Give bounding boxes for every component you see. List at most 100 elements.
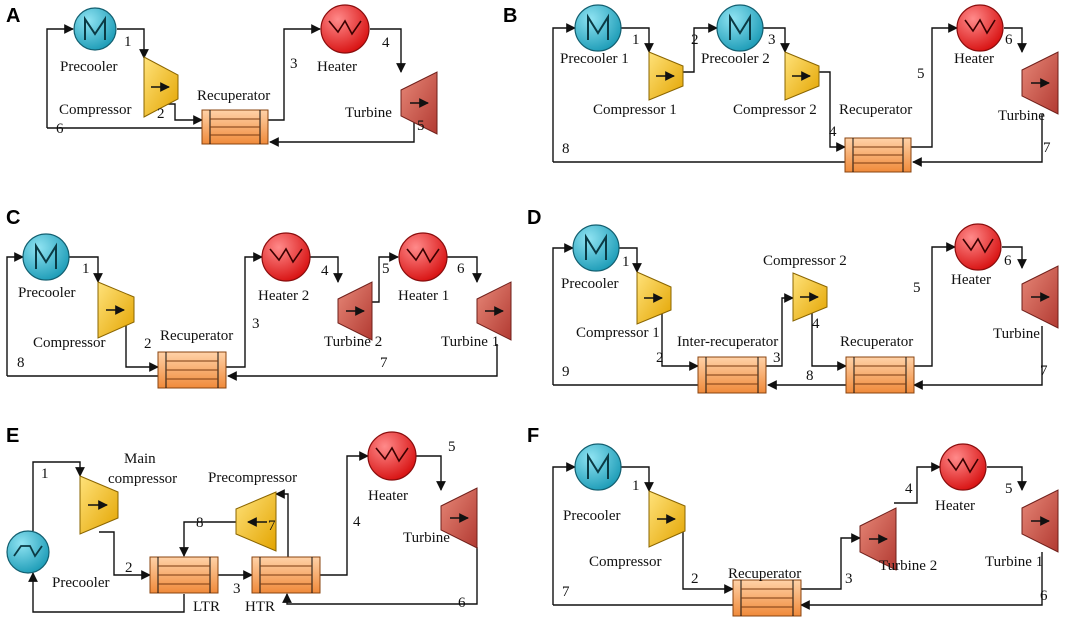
turbine-1-icon xyxy=(1021,489,1059,553)
panel-letter: F xyxy=(527,425,539,447)
state-number: 4 xyxy=(321,263,329,279)
panel-d: D xyxy=(527,207,1059,394)
component-label: Turbine 2 xyxy=(324,334,382,350)
precooler-2-icon xyxy=(716,4,764,52)
state-number: 1 xyxy=(82,261,90,277)
heater-icon xyxy=(954,223,1002,271)
component-label: Precooler xyxy=(561,276,618,292)
turbine-2-icon xyxy=(337,281,373,341)
compressor-2-icon xyxy=(784,51,820,101)
component-label: Recuperator xyxy=(160,328,233,344)
heater-icon xyxy=(956,4,1004,52)
component-label: Heater 2 xyxy=(258,288,309,304)
component-label: Recuperator xyxy=(839,102,912,118)
component-label: Recuperator xyxy=(728,566,801,582)
state-number: 7 xyxy=(380,355,388,371)
main-compressor-icon xyxy=(79,475,119,535)
recuperator-icon xyxy=(845,356,915,394)
state-number: 4 xyxy=(812,316,820,332)
precooler-1-icon xyxy=(574,4,622,52)
compressor-2-icon xyxy=(792,272,828,322)
compressor-1-icon xyxy=(648,51,684,101)
recuperator-icon xyxy=(732,579,802,617)
state-number: 1 xyxy=(124,34,132,50)
state-number: 2 xyxy=(691,32,699,48)
component-label: Heater xyxy=(954,51,994,67)
component-label: Precooler 2 xyxy=(701,51,770,67)
state-number: 3 xyxy=(290,56,298,72)
state-number: 6 xyxy=(1040,588,1048,604)
state-number: 5 xyxy=(913,280,921,296)
state-number: 1 xyxy=(632,478,640,494)
precooler-icon xyxy=(572,224,620,272)
component-label: Compressor xyxy=(59,102,132,118)
component-label: Heater xyxy=(935,498,975,514)
component-label: LTR xyxy=(193,599,220,615)
component-label: compressor xyxy=(108,471,177,487)
heater-icon xyxy=(367,431,417,481)
panel-f: F Pre xyxy=(527,425,1059,617)
compressor-1-icon xyxy=(636,271,672,325)
component-label: Compressor 2 xyxy=(733,102,817,118)
panel-c: C xyxy=(6,207,512,389)
turbine-icon xyxy=(1021,265,1059,329)
state-number: 9 xyxy=(562,364,570,380)
precompressor-icon xyxy=(235,491,277,552)
turbine-icon xyxy=(440,487,478,549)
state-number: 7 xyxy=(562,584,570,600)
component-label: HTR xyxy=(245,599,275,615)
component-label: Inter-recuperator xyxy=(677,334,778,350)
component-label: Heater xyxy=(317,59,357,75)
component-label: Compressor xyxy=(33,335,106,351)
inter-recuperator-icon xyxy=(697,356,767,394)
state-number: 4 xyxy=(905,481,913,497)
recuperator-icon xyxy=(157,351,227,389)
component-label: Turbine xyxy=(993,326,1040,342)
component-label: Compressor xyxy=(589,554,662,570)
turbine-icon xyxy=(400,71,438,135)
panel-a: A Precooler Compressor Rec xyxy=(6,4,438,147)
component-label: Turbine 1 xyxy=(441,334,499,350)
component-label: Turbine 1 xyxy=(985,554,1043,570)
component-label: Recuperator xyxy=(840,334,913,350)
state-number: 4 xyxy=(382,35,390,51)
state-number: 4 xyxy=(353,514,361,530)
component-label: Compressor 1 xyxy=(593,102,677,118)
component-label: Heater 1 xyxy=(398,288,449,304)
component-label: Heater xyxy=(951,272,991,288)
component-label: Precompressor xyxy=(208,470,297,486)
component-label: Recuperator xyxy=(197,88,270,104)
recuperator-icon xyxy=(201,109,269,145)
state-number: 1 xyxy=(622,254,630,270)
panel-letter: B xyxy=(503,5,517,27)
state-number: 7 xyxy=(268,518,276,534)
component-label: Heater xyxy=(368,488,408,504)
state-number: 2 xyxy=(144,336,152,352)
ltr-icon xyxy=(149,556,219,594)
state-number: 3 xyxy=(773,350,781,366)
compressor-icon xyxy=(143,56,179,118)
panel-letter: D xyxy=(527,207,541,229)
state-number: 6 xyxy=(458,595,466,611)
precooler-icon xyxy=(574,443,622,491)
compressor-icon xyxy=(648,490,686,548)
component-label: Compressor 2 xyxy=(763,253,847,269)
state-number: 8 xyxy=(17,355,25,371)
recuperator-icon xyxy=(844,137,912,173)
turbine-1-icon xyxy=(476,281,512,341)
component-label: Compressor 1 xyxy=(576,325,660,341)
component-label: Turbine xyxy=(998,108,1045,124)
component-label: Precooler 1 xyxy=(560,51,629,67)
state-number: 5 xyxy=(1005,481,1013,497)
state-number: 3 xyxy=(252,316,260,332)
component-label: Precooler xyxy=(52,575,109,591)
panel-e: E xyxy=(6,425,478,615)
state-number: 2 xyxy=(157,106,165,122)
state-number: 5 xyxy=(917,66,925,82)
component-label: Turbine xyxy=(345,105,392,121)
state-number: 2 xyxy=(656,350,664,366)
component-label: Turbine 2 xyxy=(879,558,937,574)
panel-letter: E xyxy=(6,425,19,447)
state-number: 6 xyxy=(1004,253,1012,269)
